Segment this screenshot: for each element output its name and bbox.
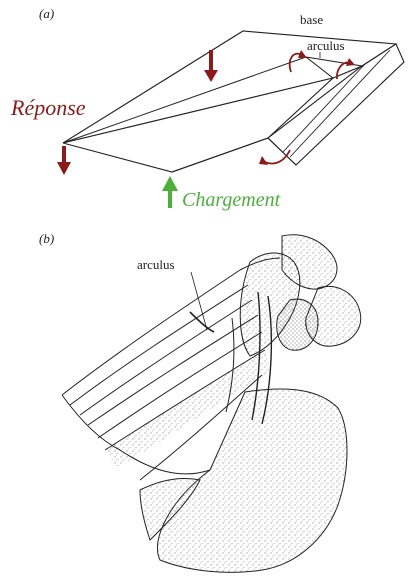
panel-a-diagram: [63, 31, 404, 172]
wing-base-illustration: [62, 235, 361, 573]
response-label: Réponse: [10, 95, 86, 120]
arculus-label-b: arculus: [137, 257, 175, 272]
loading-arrow: [162, 176, 178, 208]
loading-label: Chargement: [182, 189, 281, 211]
base-label: base: [300, 12, 323, 27]
response-arrow-left: [57, 146, 71, 175]
panel-b-label: (b): [39, 231, 54, 246]
arculus-label-a: arculus: [307, 38, 345, 53]
panel-a-label: (a): [39, 6, 54, 21]
